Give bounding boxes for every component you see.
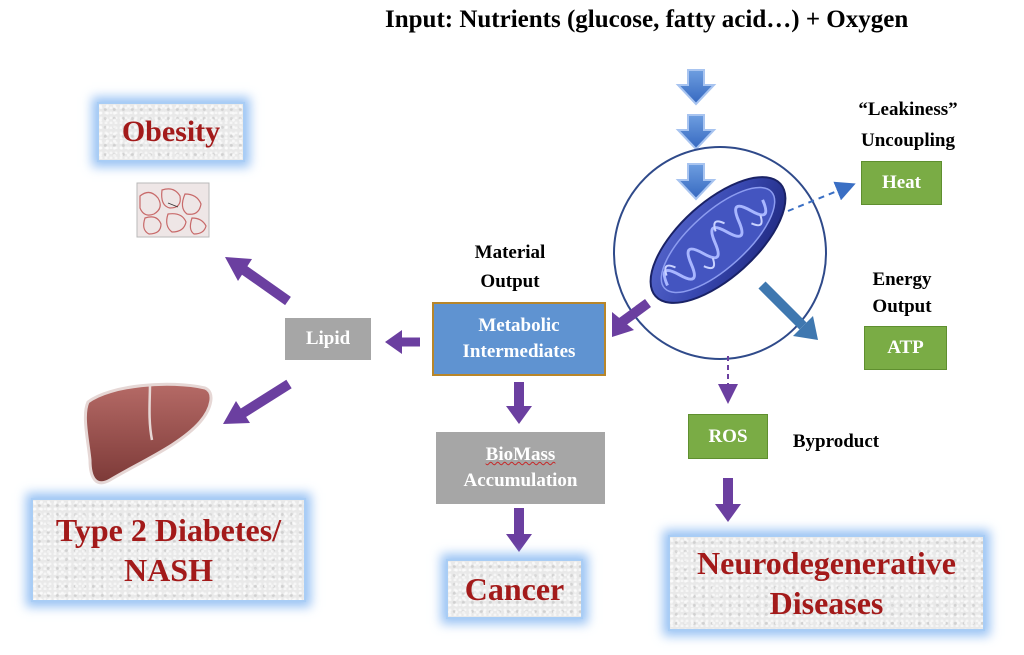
- material-output-label-1: Material: [474, 242, 546, 263]
- lipid-to-diabetes-arrow: [223, 379, 292, 424]
- ros-to-neuro-arrow: [715, 478, 741, 522]
- atp-arrow: [758, 281, 818, 340]
- input-arrow-1: [675, 69, 717, 106]
- leakiness-label: “Leakiness”: [858, 99, 958, 120]
- biomass-to-cancer-arrow: [506, 508, 532, 552]
- metabolic-intermediates-box: Metabolic Intermediates: [432, 302, 606, 376]
- liver-icon: [83, 382, 213, 485]
- input-arrow-3: [675, 163, 717, 201]
- obesity-box: Obesity: [97, 102, 245, 162]
- metabolic-label-2: Intermediates: [462, 341, 576, 362]
- diabetes-nash-box: Type 2 Diabetes/ NASH: [31, 498, 306, 602]
- cancer-box: Cancer: [446, 559, 583, 619]
- biomass-label-1: BioMass: [485, 444, 556, 465]
- ros-box: ROS: [688, 414, 768, 459]
- lipid-box: Lipid: [285, 318, 371, 360]
- diabetes-label-2: NASH: [124, 552, 213, 588]
- heat-dashed-arrow: [787, 181, 856, 212]
- metabolic-to-lipid-arrow: [385, 330, 420, 354]
- energy-output-label-2: Output: [872, 296, 932, 317]
- atp-box: ATP: [864, 326, 947, 370]
- uncoupling-label: Uncoupling: [861, 130, 955, 151]
- mitochondrion-circle: [613, 146, 827, 360]
- biomass-label-2: Accumulation: [463, 470, 578, 491]
- neurodegenerative-box: Neurodegenerative Diseases: [668, 535, 985, 631]
- lipid-to-obesity-arrow: [225, 257, 291, 306]
- byproduct-label: Byproduct: [792, 431, 880, 452]
- energy-output-label-1: Energy: [872, 269, 932, 290]
- input-title: Input: Nutrients (glucose, fatty acid…) …: [385, 6, 909, 33]
- biomass-box: BioMass Accumulation: [436, 432, 605, 504]
- diabetes-label-1: Type 2 Diabetes/: [55, 512, 282, 548]
- neuro-label-2: Diseases: [769, 585, 884, 621]
- input-arrow-2: [675, 114, 717, 151]
- mitochondrion-icon: [649, 176, 787, 304]
- heat-box: Heat: [861, 161, 942, 205]
- metabolic-to-biomass-arrow: [506, 382, 532, 424]
- adipose-tissue-icon: [136, 182, 210, 238]
- mito-to-metabolic-arrow: [612, 298, 651, 337]
- material-output-label-2: Output: [480, 271, 540, 292]
- metabolic-label-1: Metabolic: [478, 315, 560, 336]
- neuro-label-1: Neurodegenerative: [697, 545, 956, 581]
